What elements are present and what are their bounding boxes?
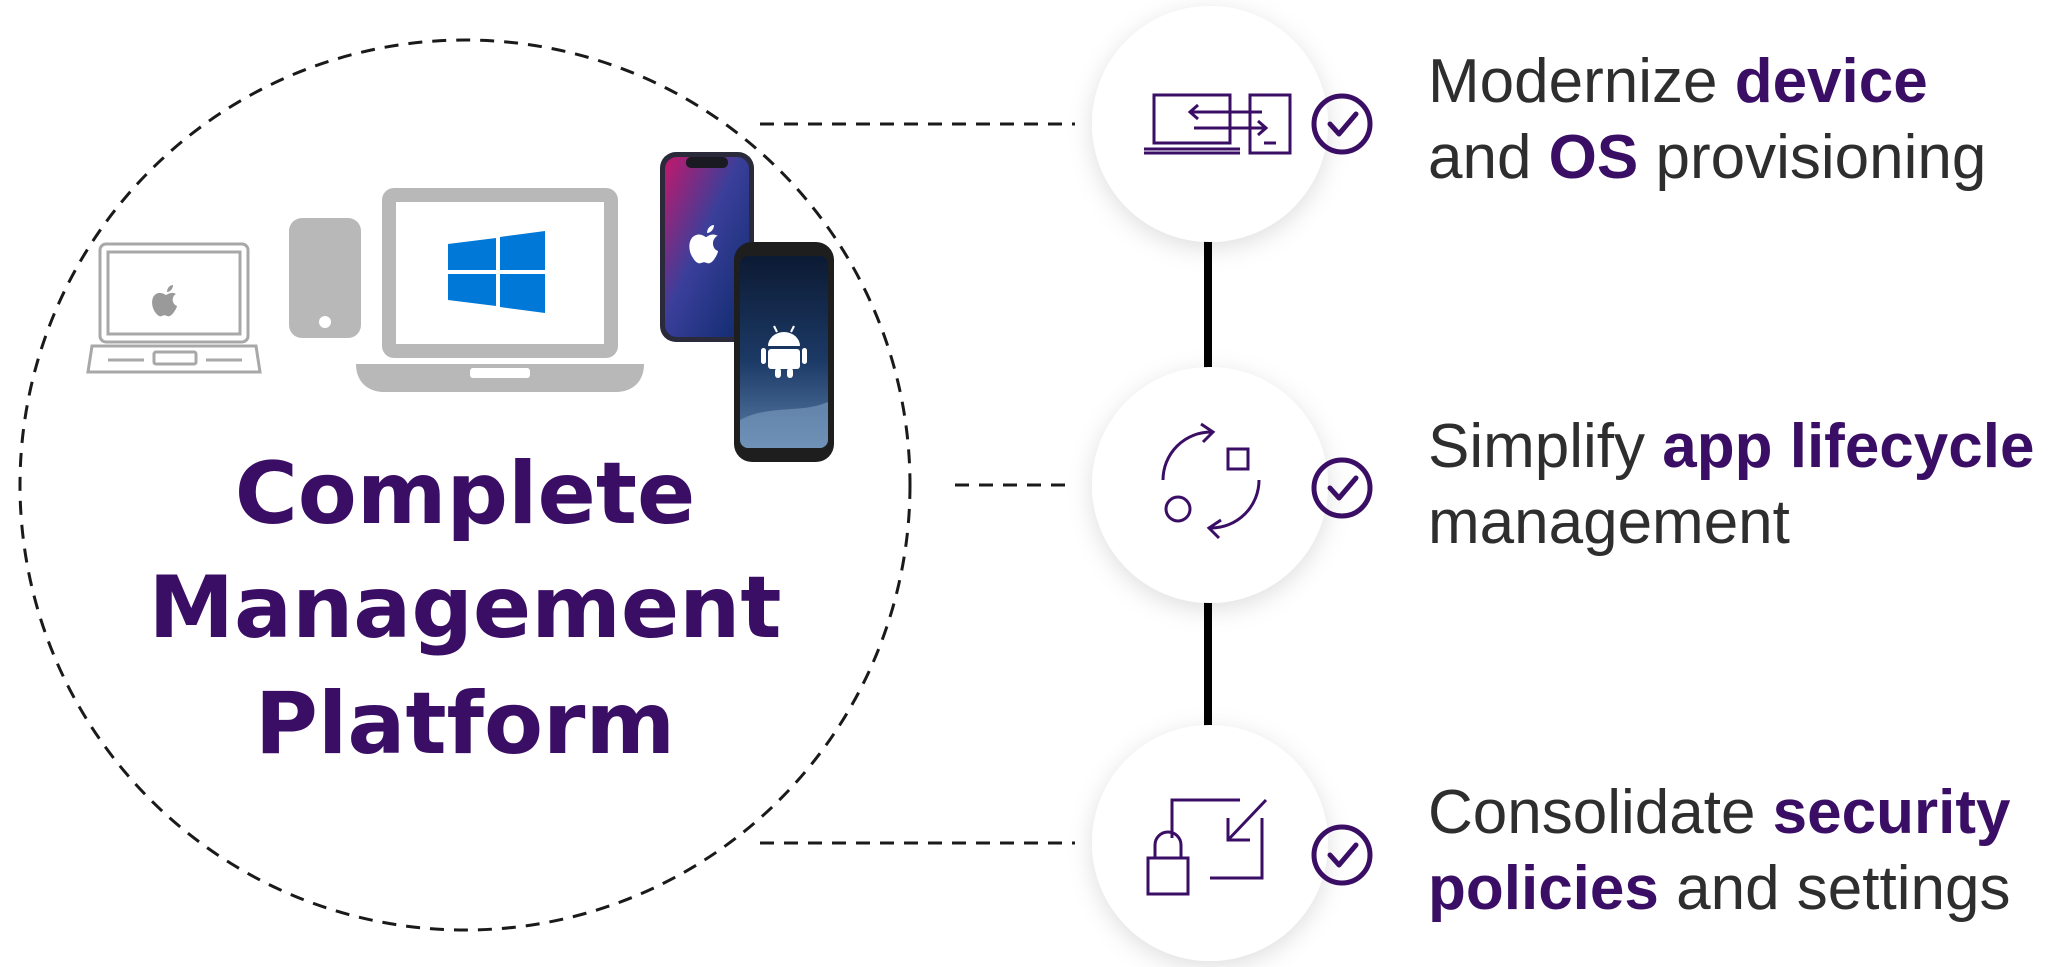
- feature-text-2: Simplify app lifecycle management: [1428, 409, 2048, 561]
- android-logo-icon: [761, 325, 807, 378]
- check-circle-icon: [1311, 93, 1373, 155]
- check-badges: [1311, 93, 1373, 886]
- android-phone-icon: [734, 242, 834, 462]
- check-circle-icon: [1311, 824, 1373, 886]
- gray-phone-icon: [289, 218, 361, 338]
- feature-text-1: Modernize device and OS provisioning: [1428, 44, 2048, 196]
- macbook-icon: [86, 242, 262, 374]
- feature-3-line-2: policies and settings: [1428, 854, 2011, 923]
- check-circle-icon: [1311, 457, 1373, 519]
- device-transfer-icon: [1144, 93, 1292, 155]
- devices: [86, 152, 834, 462]
- windows-logo-icon: [448, 231, 545, 313]
- platform-boundary: [18, 38, 912, 932]
- windows-laptop-icon: [356, 188, 644, 392]
- app-lifecycle-icon: [1161, 422, 1261, 540]
- connectors: [760, 122, 1075, 845]
- security-policy-icon: [1146, 798, 1268, 896]
- platform-title-line-1: Complete: [234, 444, 696, 544]
- feature-1-line-2: and OS provisioning: [1428, 123, 1987, 192]
- feature-circle-1: [1092, 6, 1328, 242]
- feature-text-3: Consolidate security policies and settin…: [1428, 775, 2048, 927]
- feature-3-line-1: Consolidate security: [1428, 778, 2011, 847]
- feature-2-line-2: management: [1428, 488, 1790, 557]
- feature-1-line-1: Modernize device: [1428, 47, 1928, 116]
- feature-circles: [1092, 6, 1328, 961]
- feature-circle-3: [1092, 725, 1328, 961]
- feature-circle-2: [1092, 367, 1328, 603]
- feature-2-line-1: Simplify app lifecycle: [1428, 412, 2035, 481]
- iphone-icon: [660, 152, 754, 342]
- platform-title-line-3: Platform: [254, 674, 676, 774]
- platform-title-line-2: Management: [148, 558, 782, 658]
